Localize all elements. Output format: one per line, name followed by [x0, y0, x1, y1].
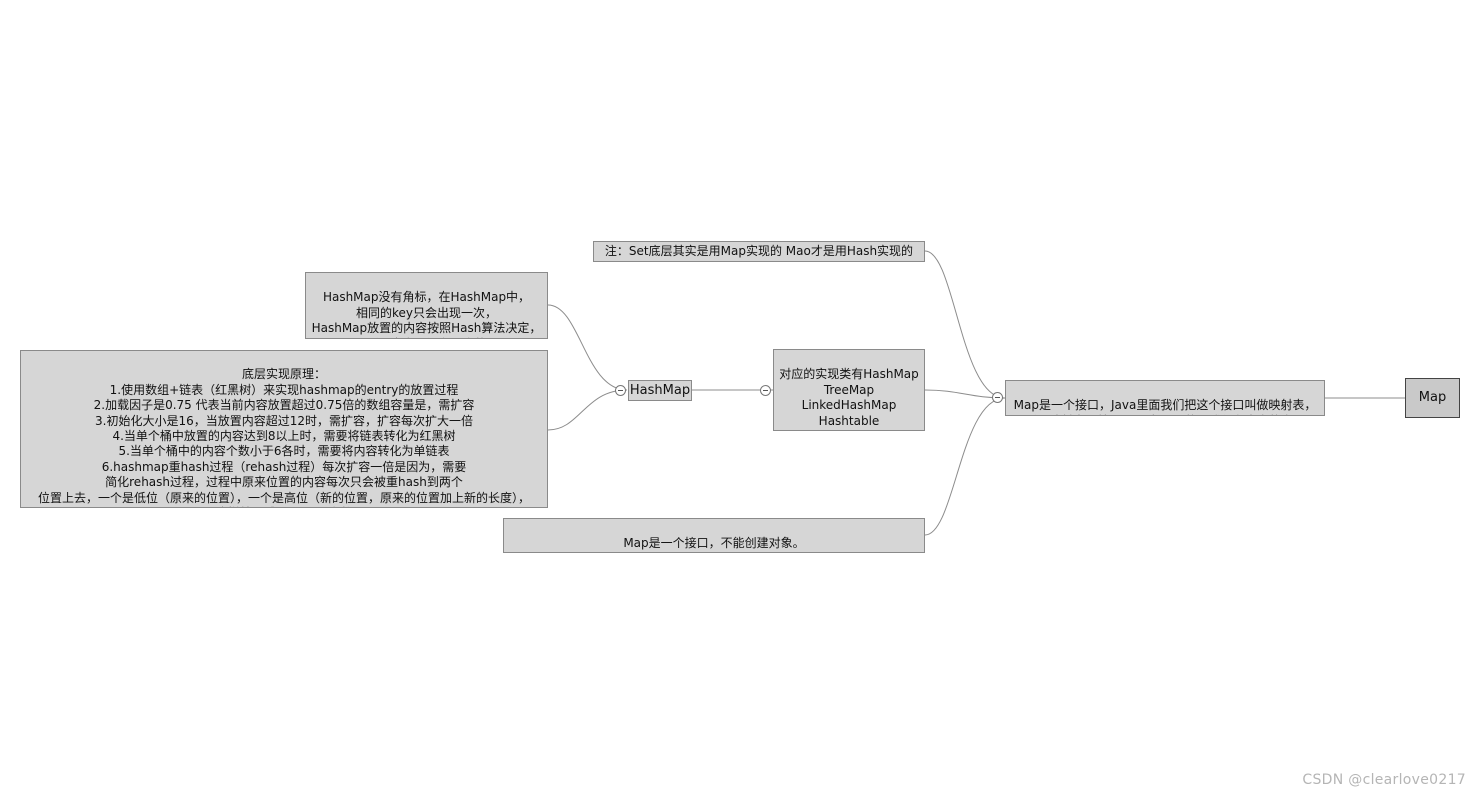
collapse-toggle-impl[interactable] — [760, 385, 771, 396]
link-center-note — [924, 250, 1006, 399]
root-node-map[interactable]: Map — [1405, 378, 1460, 418]
hashmap-node[interactable]: HashMap — [628, 380, 692, 401]
map-interface-node[interactable]: Map是一个接口，Java里面我们把这个接口叫做映射表， 所谓映射表，就是以一种… — [1005, 380, 1325, 416]
root-node-label: Map — [1418, 390, 1447, 406]
hashmap-impl-text: 底层实现原理： 1.使用数组+链表（红黑树）来实现hashmap的entry的放… — [37, 367, 530, 507]
impl-classes-node[interactable]: 对应的实现类有HashMap TreeMap LinkedHashMap Has… — [773, 349, 925, 431]
interface-note-text: Map是一个接口，不能创建对象。 所以Java给出了对应的实现类，如果创建一个,… — [513, 536, 916, 552]
link-center-interface — [924, 397, 1006, 536]
link-hashmap-impl — [547, 389, 628, 431]
impl-classes-text: 对应的实现类有HashMap TreeMap LinkedHashMap Has… — [779, 367, 919, 430]
csdn-watermark: CSDN @clearlove0217 — [1302, 772, 1466, 788]
hashmap-impl-node[interactable]: 底层实现原理： 1.使用数组+链表（红黑树）来实现hashmap的entry的放… — [20, 350, 548, 508]
interface-note-node[interactable]: Map是一个接口，不能创建对象。 所以Java给出了对应的实现类，如果创建一个,… — [503, 518, 925, 553]
hashmap-order-node[interactable]: HashMap没有角标，在HashMap中， 相同的key只会出现一次， Has… — [305, 272, 548, 339]
link-hashmap-order — [547, 304, 628, 391]
map-interface-text: Map是一个接口，Java里面我们把这个接口叫做映射表， 所谓映射表，就是以一种… — [1013, 398, 1317, 415]
hashmap-label: HashMap — [629, 382, 691, 398]
collapse-toggle-map[interactable] — [992, 392, 1003, 403]
collapse-toggle-hashmap[interactable] — [615, 385, 626, 396]
set-note-node[interactable]: 注：Set底层其实是用Map实现的 Mao才是用Hash实现的 — [593, 241, 925, 262]
hashmap-order-text: HashMap没有角标，在HashMap中， 相同的key只会出现一次， Has… — [311, 290, 542, 338]
set-note-text: 注：Set底层其实是用Map实现的 Mao才是用Hash实现的 — [604, 243, 914, 258]
